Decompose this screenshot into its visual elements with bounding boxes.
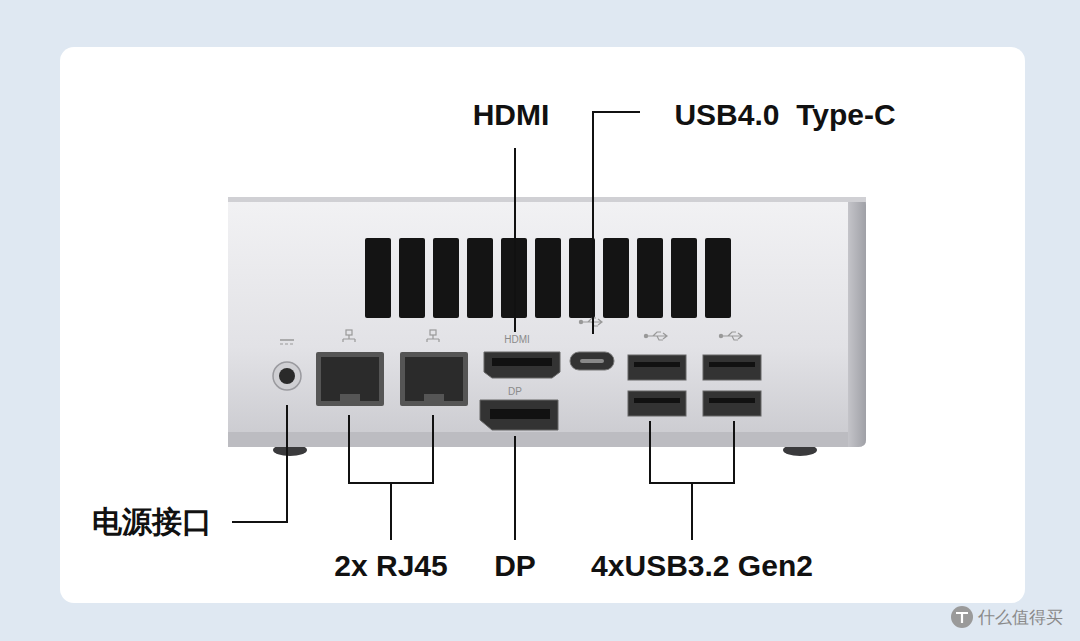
port-callout: 4xUSB3.2 Gen2 xyxy=(591,551,813,581)
usb-a-ports xyxy=(628,355,761,416)
usb-icons xyxy=(579,318,742,340)
port-callout: DP xyxy=(494,551,536,581)
watermark-icon xyxy=(951,606,973,628)
device-body xyxy=(228,197,866,447)
port-callout: 电源接口 xyxy=(92,507,212,537)
hdmi-port xyxy=(484,352,560,378)
port-callout: 2x RJ45 xyxy=(334,551,447,581)
device-base xyxy=(228,432,848,447)
vents xyxy=(365,238,731,318)
watermark: 什么值得买 xyxy=(978,609,1063,626)
port-callout: HDMI xyxy=(473,100,550,130)
port-marking: HDMI xyxy=(504,335,530,345)
dp-port xyxy=(480,400,558,430)
power-port xyxy=(273,340,301,390)
leader-lines xyxy=(232,112,734,540)
device-side xyxy=(848,197,866,447)
port-marking: DP xyxy=(508,387,522,397)
port-callout: USB4.0 Type-C xyxy=(674,100,895,130)
device-top-edge xyxy=(228,197,866,202)
usb-c-port xyxy=(570,352,614,370)
rj45-ports xyxy=(316,330,468,406)
